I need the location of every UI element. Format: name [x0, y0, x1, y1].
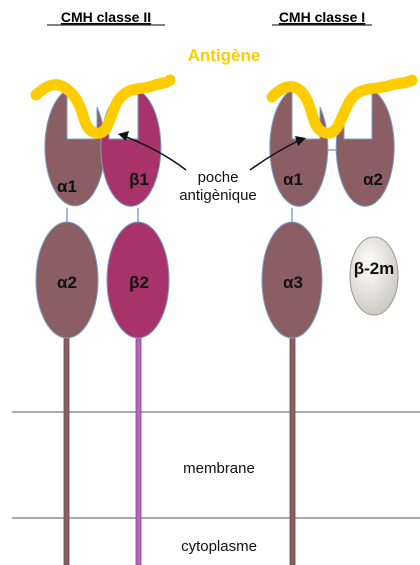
class-i-beta2m-label: β-2m — [354, 259, 395, 278]
class-i-alpha-tail — [290, 338, 295, 565]
antigen-label: Antigène — [188, 46, 261, 65]
header-class-ii: CMH classe II — [61, 9, 151, 25]
pocket-label-line2: antigènique — [179, 187, 257, 204]
class-ii-beta1-label: β1 — [129, 170, 149, 189]
class-ii-alpha2-label: α2 — [57, 273, 77, 292]
class-ii-beta2-label: β2 — [129, 273, 149, 292]
class-i-alpha2-label: α2 — [363, 170, 383, 189]
class-i-alpha1-label: α1 — [283, 170, 303, 189]
pocket-label-line1: poche — [198, 169, 239, 186]
membrane-label: membrane — [183, 460, 255, 477]
class-i-alpha3-label: α3 — [283, 273, 303, 292]
class-ii-alpha-tail — [64, 338, 69, 565]
class-ii-beta-tail — [136, 338, 141, 565]
class-ii-alpha1-label: α1 — [57, 177, 77, 196]
header-class-i: CMH classe I — [279, 9, 365, 25]
cytoplasm-label: cytoplasme — [181, 538, 257, 555]
